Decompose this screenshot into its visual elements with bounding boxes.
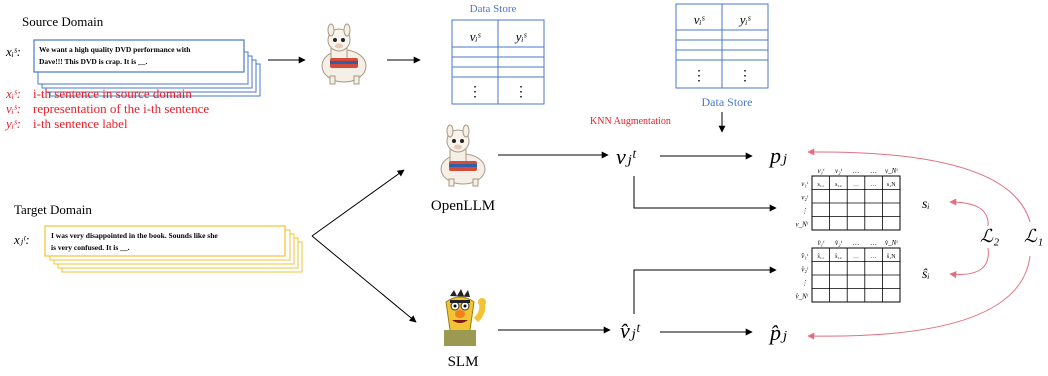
matrix-bottom-cell: ŝ₁₂ [835, 254, 842, 260]
matrix-bottom-col-header: v̂_Nᵗ [885, 239, 898, 247]
l1-arrow-to-p [807, 148, 1031, 223]
legend-y-text: i-th sentence label [33, 116, 128, 131]
arrow-vhat-to-matrix [633, 266, 777, 314]
store-right-col1: vᵢˢ [694, 12, 706, 27]
matrix-top-cell: s₁₁ [818, 182, 825, 188]
matrix-top-row-header: v₁ᵗ [801, 180, 809, 188]
store-right-dots-2: ⋮ [738, 69, 752, 84]
l1-arrow-to-phat [807, 255, 1031, 340]
matrix-bottom-col-header: … [853, 239, 859, 247]
legend-y-symbol: yᵢˢ: [4, 116, 21, 131]
slm-label: SLM [448, 354, 479, 370]
matrix-bottom-row-header: v̂₁ᵗ [801, 252, 809, 260]
matrix-top-row-header: v₂ᵗ [801, 193, 809, 201]
matrix-bottom-row-header: ⋮ [801, 279, 808, 287]
legend-x-symbol: xᵢˢ: [5, 86, 21, 101]
target-sentence-stack [44, 225, 303, 273]
source-domain-title: Source Domain [22, 14, 104, 29]
slm-bert-icon [444, 289, 486, 346]
matrix-top-cell: … [871, 182, 877, 188]
matrix-top-col-header: … [853, 167, 859, 175]
store-right-dots-1: ⋮ [692, 69, 706, 84]
matrix-bottom-row-header: v̂_Nᵗ [795, 292, 808, 300]
matrix-bottom-col-header: v̂₁ᵗ [817, 239, 825, 247]
matrix-top-col-header: v₁ᵗ [817, 167, 825, 175]
source-sentence-line2: Dave!!! This DVD is crap. It is __. [39, 57, 148, 66]
target-domain-title: Target Domain [14, 202, 92, 217]
loss-l2-symbol: ℒ₂ [980, 226, 999, 246]
l2-arrow-to-s [949, 198, 989, 227]
data-store-left-table [451, 19, 545, 105]
matrix-top-cell: s₁₂ [835, 182, 842, 188]
data-store-right-table [675, 3, 769, 89]
target-sentence-symbol: xⱼᵗ: [13, 232, 30, 247]
matrix-bottom-cell: … [871, 254, 877, 260]
p-symbol: pⱼ [768, 143, 787, 168]
store-left-col1: vᵢˢ [470, 29, 482, 44]
target-sentence-line2: is very confused. It is __. [51, 243, 130, 252]
matrix-top-col-header: v₂ᵗ [835, 167, 843, 175]
source-sentence-stack [33, 39, 261, 97]
shat-symbol: ŝᵢ [922, 267, 930, 282]
vhat-symbol: v̂ⱼᵗ [620, 318, 641, 343]
similarity-matrix-top: v₁ᵗ v₂ᵗ … … v_Nᵗ v₁ᵗ v₂ᵗ ⋮ v_Nᵗ s₁₁ s₁₂ … … s₁N [796, 167, 901, 231]
openllm-llama-icon [440, 124, 486, 187]
arrow-target-to-slm [311, 235, 417, 323]
source-sentence-line1: We want a high quality DVD performance w… [39, 45, 191, 54]
legend-x-text: i-th sentence in source domain [33, 86, 192, 101]
matrix-bottom-cell: ŝ₁₁ [818, 254, 825, 260]
matrix-bottom-cell: ŝ₁N [887, 254, 896, 260]
store-left-dots-2: ⋮ [514, 85, 528, 100]
matrix-bottom-cell: … [853, 254, 859, 260]
store-right-col2: yᵢˢ [738, 12, 752, 27]
target-sentence-line1: I was very disappointed in the book. Sou… [51, 231, 218, 240]
legend-v-symbol: vᵢˢ: [6, 101, 21, 116]
matrix-top-col-header: v_Nᵗ [885, 167, 898, 175]
matrix-top-row-header: ⋮ [801, 207, 808, 215]
matrix-top-row-header: v_Nᵗ [796, 220, 809, 228]
openllm-label: OpenLLM [431, 198, 495, 214]
l2-arrow-to-shat [949, 247, 989, 279]
data-store-right-title: Data Store [702, 95, 753, 109]
knn-augmentation-label: KNN Augmentation [590, 116, 671, 127]
arrow-target-to-openllm [311, 169, 405, 237]
similarity-matrix-bottom: v̂₁ᵗ v̂₂ᵗ … … v̂_Nᵗ v̂₁ᵗ v̂₂ᵗ ⋮ v̂_Nᵗ ŝ₁₁ ŝ₁₂ … … ŝ₁N [795, 239, 901, 303]
matrix-top-cell: s₁N [887, 182, 896, 188]
data-store-left-title: Data Store [470, 3, 517, 15]
loss-l1-symbol: ℒ₁ [1024, 226, 1043, 246]
matrix-bottom-col-header: v̂₂ᵗ [835, 239, 843, 247]
store-left-col2: yᵢˢ [514, 29, 528, 44]
legend-v-text: representation of the i-th sentence [33, 101, 209, 116]
store-left-dots-1: ⋮ [468, 85, 482, 100]
phat-symbol: p̂ⱼ [768, 320, 787, 345]
vt-symbol: vⱼᵗ [616, 144, 637, 169]
matrix-top-col-header: … [870, 167, 876, 175]
matrix-top-cell: … [853, 182, 859, 188]
arrow-vt-to-matrix [633, 176, 777, 212]
matrix-bottom-row-header: v̂₂ᵗ [801, 265, 809, 273]
s-symbol: sᵢ [922, 197, 930, 212]
llama-icon [321, 23, 367, 85]
source-sentence-symbol: xᵢˢ: [5, 44, 21, 59]
matrix-bottom-col-header: … [870, 239, 876, 247]
